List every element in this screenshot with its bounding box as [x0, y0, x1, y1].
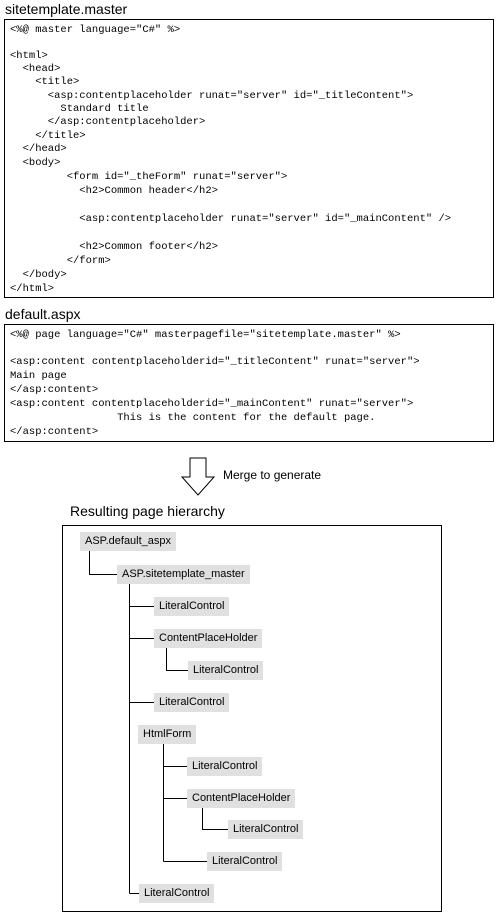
code-line: <head> [10, 63, 61, 75]
default-code-box: <%@ page language="C#" masterpagefile="s… [4, 324, 494, 442]
tree-node-default-aspx: ASP.default_aspx [80, 532, 177, 551]
code-line: <h2>Common header</h2> [10, 185, 218, 197]
tree-node-html-form: HtmlForm [138, 725, 197, 744]
tree-box [62, 525, 442, 912]
code-line: Standard title [10, 103, 149, 115]
tree-node-literal-control: LiteralControl [187, 757, 263, 776]
connector-line [202, 808, 228, 830]
code-line: <%@ master language="C#" %> [10, 24, 181, 36]
code-line: </title> [10, 130, 86, 142]
code-line: This is the content for the default page… [10, 412, 376, 424]
tree-node-content-placeholder: ContentPlaceHolder [154, 629, 263, 648]
connector-line [89, 550, 117, 575]
code-line: <form id="_theForm" runat="server"> [10, 171, 288, 183]
tree-node-literal-control: LiteralControl [154, 597, 230, 616]
tree-node-sitetemplate-master: ASP.sitetemplate_master [117, 565, 250, 584]
merge-arrow-icon [180, 457, 216, 496]
code-line: </body> [10, 269, 67, 281]
code-line: <asp:content contentplaceholderid="_titl… [10, 356, 420, 368]
default-file-title: default.aspx [5, 306, 81, 322]
tree-node-literal-control: LiteralControl [188, 661, 264, 680]
tree-node-content-placeholder: ContentPlaceHolder [187, 789, 296, 808]
tree-connectors [89, 550, 228, 894]
tree-node-literal-control: LiteralControl [228, 820, 304, 839]
code-line: </asp:content> [10, 384, 99, 396]
connector-line [166, 648, 188, 671]
tree-title: Resulting page hierarchy [70, 503, 225, 519]
code-line: </head> [10, 143, 67, 155]
code-line: <h2>Common footer</h2> [10, 241, 218, 253]
merge-label: Merge to generate [223, 468, 322, 482]
tree-node-literal-control: LiteralControl [154, 693, 230, 712]
code-line: <html> [10, 50, 48, 62]
code-line: <%@ page language="C#" masterpagefile="s… [10, 329, 401, 341]
code-line: Main page [10, 370, 67, 382]
code-line: <body> [10, 157, 61, 169]
code-line: <title> [10, 76, 80, 88]
code-line: <asp:contentplaceholder runat="server" i… [10, 213, 452, 225]
code-line: <asp:content contentplaceholderid="_main… [10, 398, 414, 410]
tree-node-literal-control: LiteralControl [207, 852, 283, 871]
code-line: </asp:contentplaceholder> [10, 116, 206, 128]
master-file-title: sitetemplate.master [5, 1, 128, 17]
code-line: </form> [10, 255, 111, 267]
tree-node-literal-control: LiteralControl [139, 884, 215, 903]
code-line: </html> [10, 283, 55, 295]
master-code-box: <%@ master language="C#" %> <html> <head… [4, 19, 494, 298]
code-line: <asp:contentplaceholder runat="server" i… [10, 90, 414, 102]
code-line: </asp:content> [10, 426, 99, 438]
